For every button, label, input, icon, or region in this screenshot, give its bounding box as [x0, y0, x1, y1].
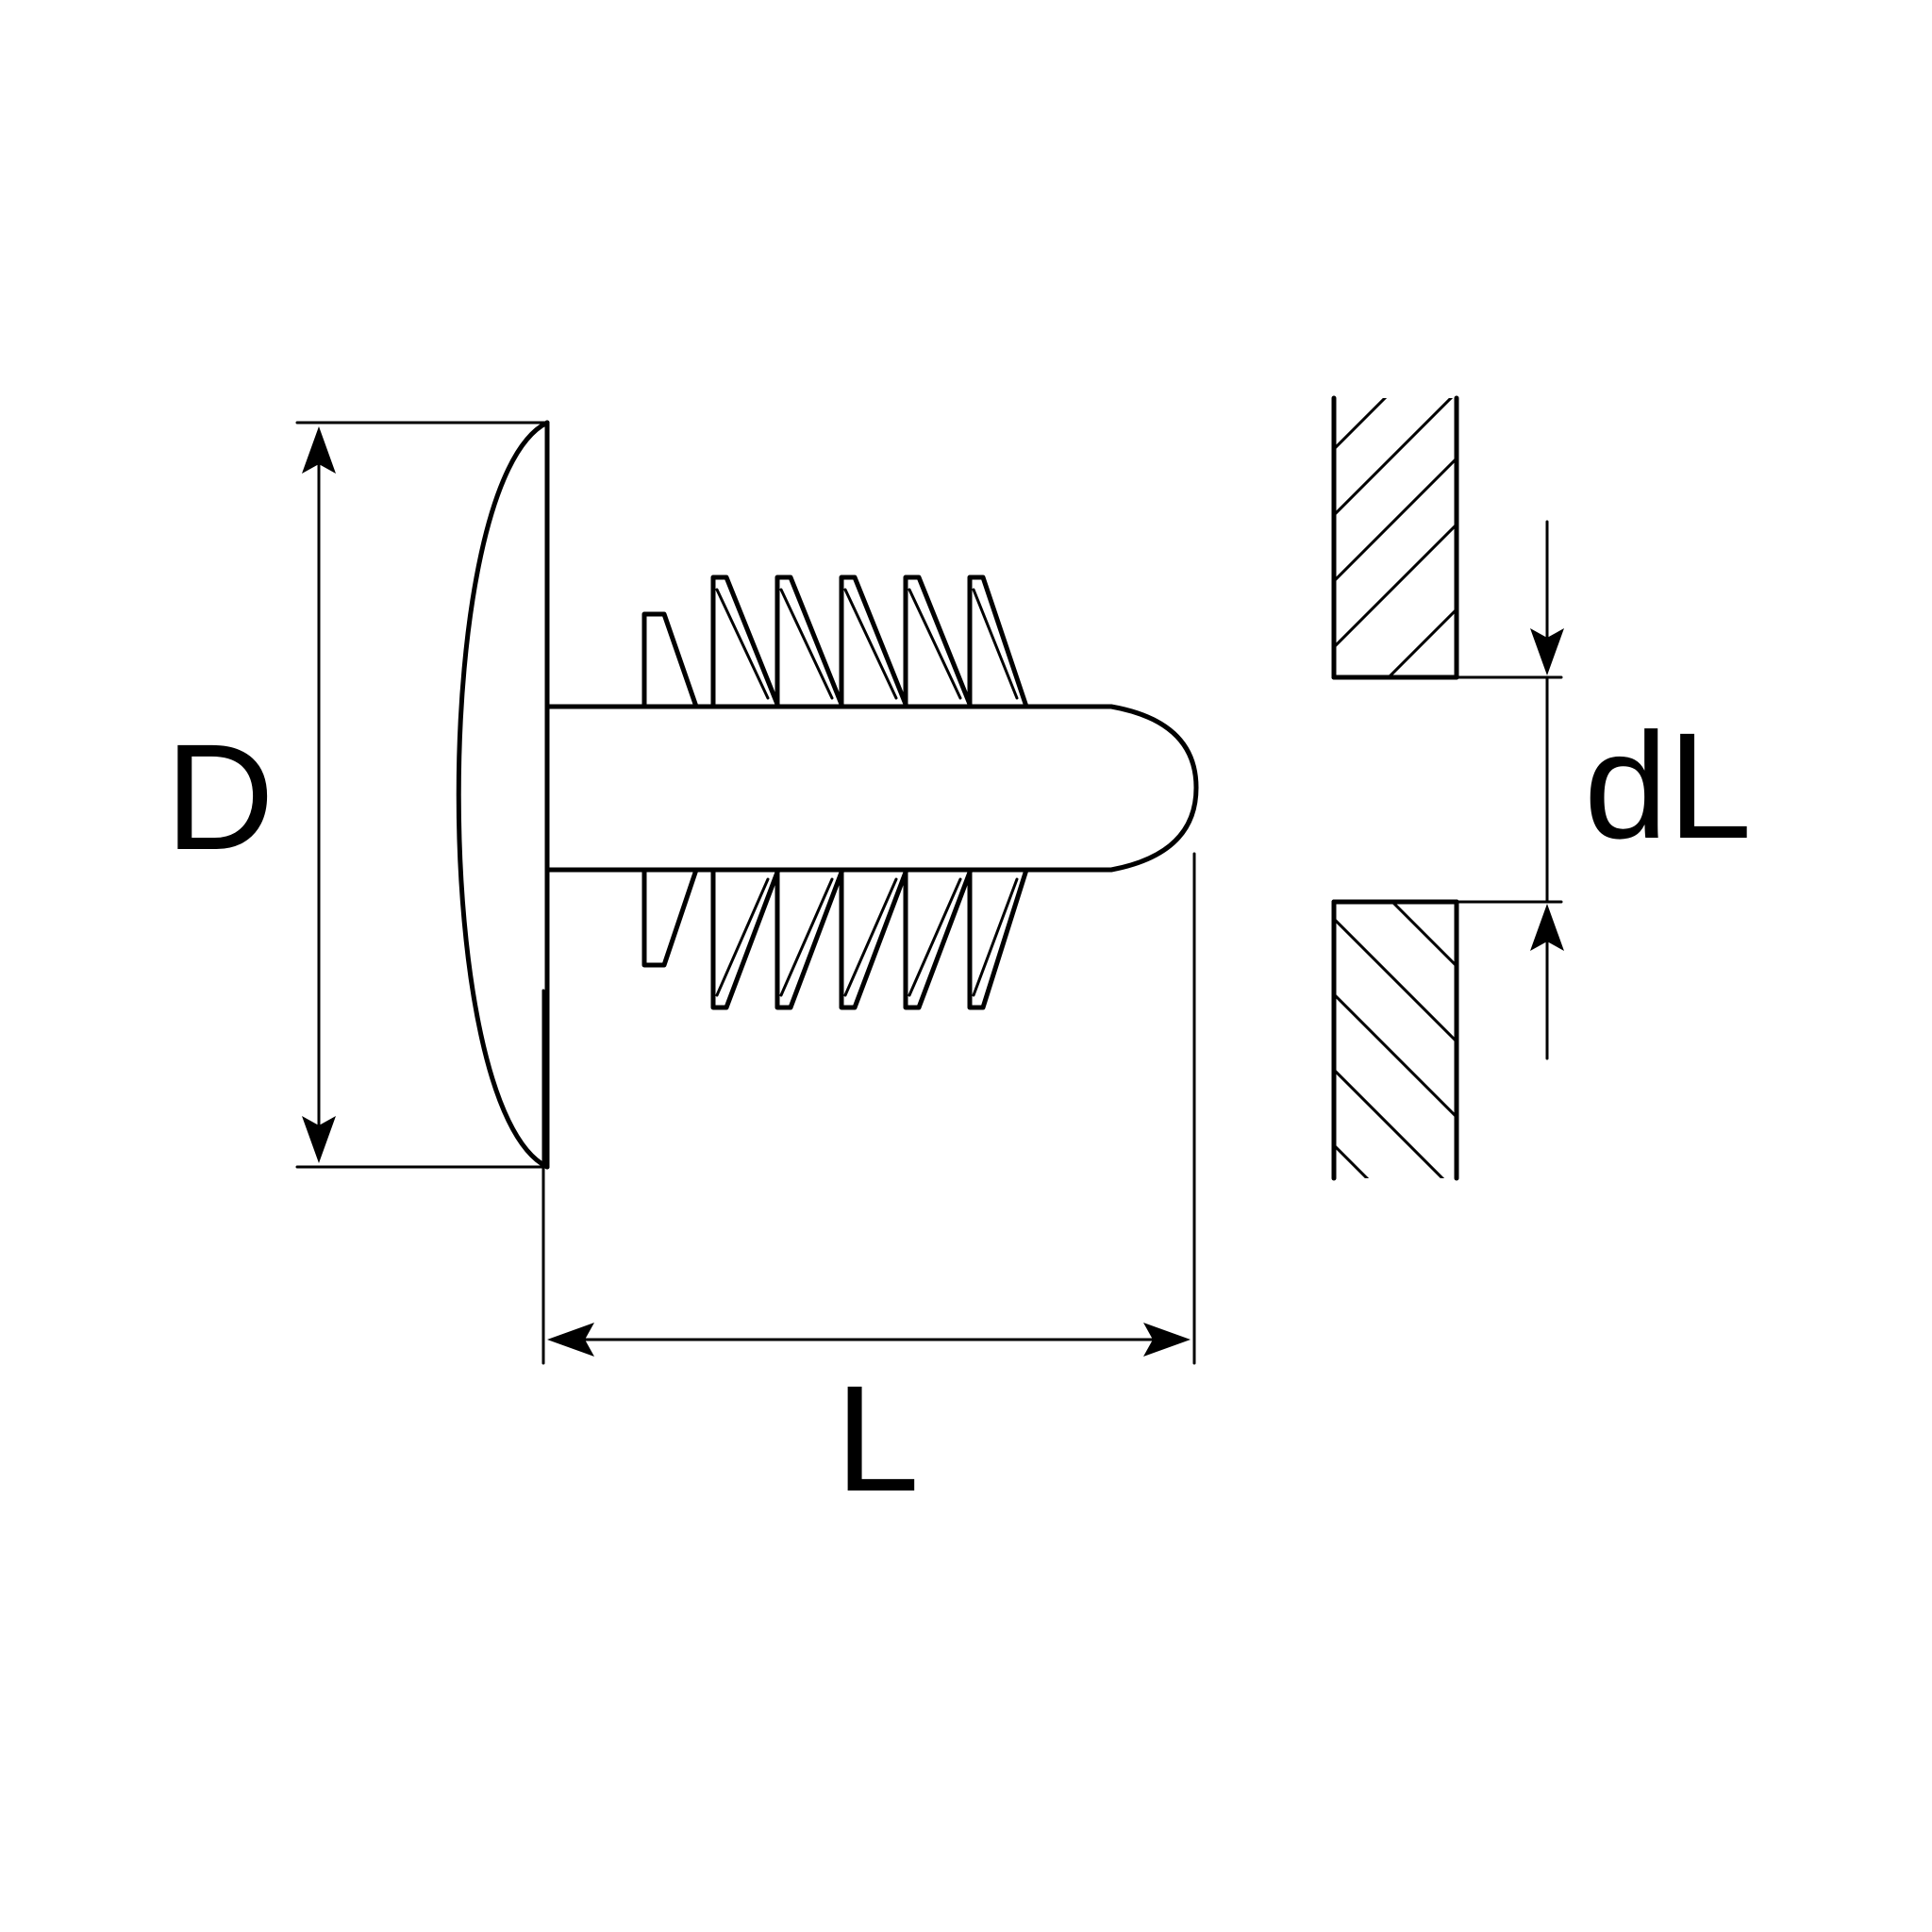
dimension-l-arrow-right [1143, 1323, 1191, 1357]
hatch-bottom [1334, 902, 1457, 1178]
panel-section-bottom [1331, 899, 1459, 1181]
rivet-fins-upper [641, 575, 1029, 709]
dimension-l-arrow-left [547, 1323, 594, 1357]
dimension-d-arrow-bottom [302, 1116, 336, 1163]
dimension-dl-label: dL [1584, 701, 1752, 870]
panel-section-top [1331, 395, 1459, 680]
dimension-d-label: D [165, 712, 275, 881]
dimension-dl-arrow-top [1530, 628, 1564, 675]
dimension-l: L [541, 852, 1196, 1523]
rivet-shank [546, 704, 1199, 873]
push-rivet-clip [456, 420, 1199, 1170]
panel-section [1331, 395, 1459, 1181]
dimension-dl: dL [1455, 520, 1752, 1060]
dimension-l-label: L [836, 1354, 920, 1523]
rivet-head [456, 420, 550, 1170]
hatch-top [1334, 398, 1457, 677]
dimension-dl-arrow-bottom [1530, 904, 1564, 951]
rivet-fins-lower [641, 867, 1029, 1010]
dimension-d-arrow-top [302, 426, 336, 474]
dimension-d: D [165, 421, 549, 1169]
